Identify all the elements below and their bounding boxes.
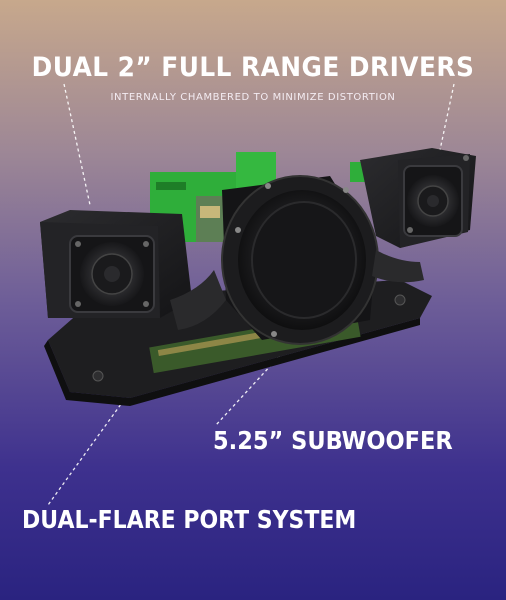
left-driver [40, 210, 192, 318]
leader-line-left-driver [63, 83, 91, 206]
headline: DUAL 2” FULL RANGE DRIVERS [31, 52, 475, 83]
subwoofer-callout: 5.25” SUBWOOFER [213, 426, 453, 455]
right-driver [360, 148, 476, 248]
port-callout: DUAL-FLARE PORT SYSTEM [22, 505, 357, 534]
subwoofer [221, 175, 379, 345]
leader-line-right-driver [439, 83, 455, 151]
subheadline: INTERNALLY CHAMBERED TO MINIMIZE DISTORT… [110, 92, 396, 103]
port-tubes [170, 250, 424, 330]
